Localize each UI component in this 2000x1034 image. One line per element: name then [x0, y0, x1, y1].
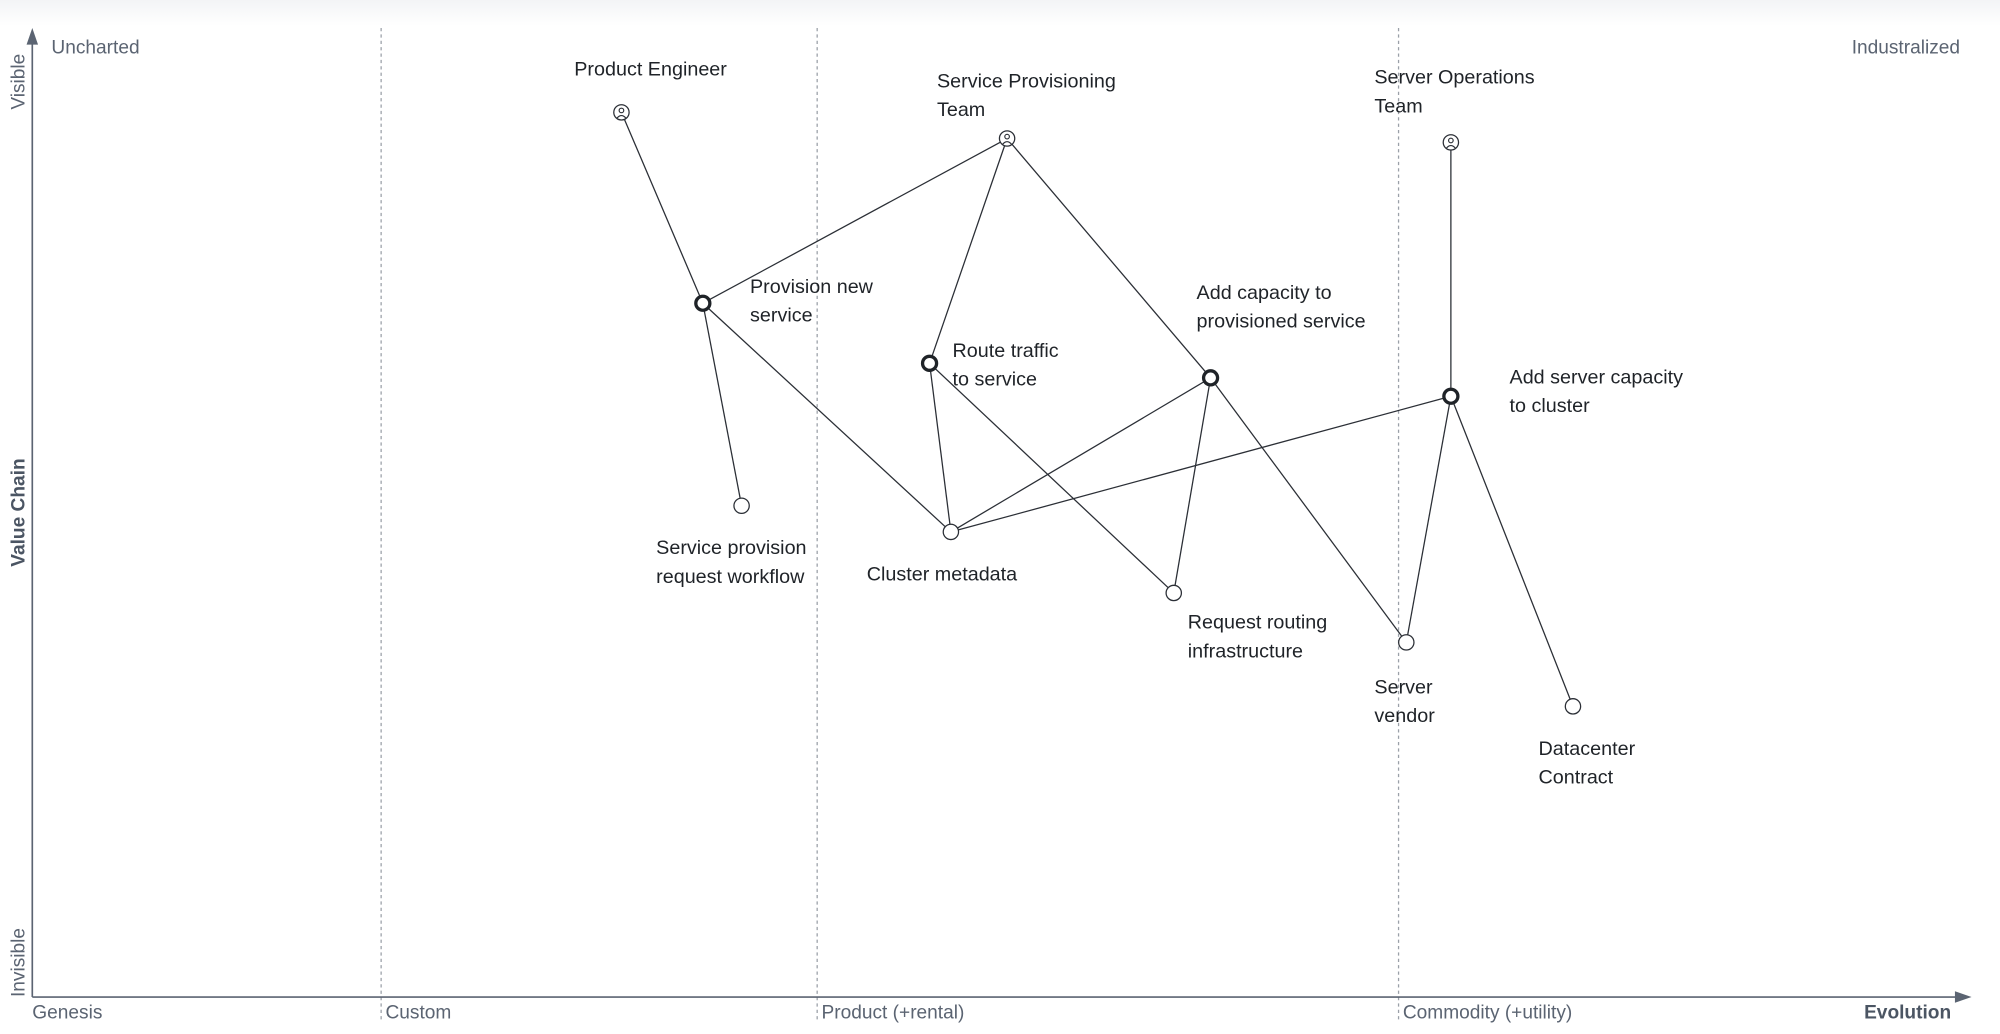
component-label-line: provisioned service [1197, 310, 1366, 332]
component-label: Provision new service [750, 276, 874, 327]
component-label-line: Contract [1539, 766, 1614, 788]
component-node-icon [733, 497, 750, 515]
component-sprw[interactable]: Service provision request workflow [656, 497, 807, 588]
need-node-icon [1201, 369, 1220, 387]
component-label-line: Team [937, 99, 985, 121]
component-label: Product Engineer [574, 58, 727, 80]
link-spt-acps [1006, 138, 1212, 379]
component-label: Route traffic to service [953, 340, 1059, 391]
component-pns[interactable]: Provision new service [694, 276, 874, 327]
component-label-line: Service provision [656, 537, 806, 559]
component-label-line: Request routing [1188, 612, 1327, 634]
link-rts-rri [929, 362, 1175, 594]
component-rri[interactable]: Request routing infrastructure [1165, 584, 1327, 663]
stage-label-genesis: Genesis [32, 1003, 102, 1024]
component-label-line: Provision new [750, 276, 874, 298]
component-label-line: Datacenter [1539, 738, 1636, 760]
component-label-line: Add capacity to [1197, 282, 1332, 304]
link-ascc-sv [1405, 396, 1452, 643]
component-ascc[interactable]: Add server capacity to cluster [1442, 367, 1684, 418]
link-spt-rts [928, 138, 1008, 364]
link-pns-sprw [702, 303, 743, 506]
component-label-line: service [750, 305, 813, 327]
component-label-line: Cluster metadata [867, 563, 1017, 585]
link-ascc-cm [950, 395, 1452, 533]
y-axis-bottom-label: Invisible [9, 928, 30, 997]
component-label: Add capacity to provisioned service [1197, 282, 1366, 333]
link-acps-cm [950, 377, 1211, 533]
user-body [1445, 145, 1456, 149]
component-node-icon [1564, 698, 1582, 715]
corner-label-uncharted: Uncharted [51, 38, 139, 59]
component-label-line: Route traffic [953, 340, 1059, 362]
component-label: Server vendor [1374, 676, 1435, 727]
x-axis-arrow-icon [1954, 991, 1972, 1003]
component-node-icon [942, 523, 960, 541]
user-head [618, 107, 625, 114]
link-acps-rri [1173, 377, 1212, 594]
component-node-icon [1165, 584, 1183, 602]
component-label-line: Product Engineer [574, 58, 727, 80]
link-pe-pns [620, 112, 704, 304]
stage-label-product: Product (+rental) [822, 1003, 965, 1024]
corner-label-industrialized: Industralized [1852, 38, 1960, 59]
stage-label-custom: Custom [385, 1003, 451, 1024]
component-rts[interactable]: Route traffic to service [920, 340, 1059, 391]
need-node-icon [1442, 387, 1460, 405]
component-label-line: to cluster [1510, 395, 1591, 417]
component-label-line: Add server capacity [1510, 367, 1684, 389]
link-rts-cm [928, 363, 952, 532]
link-acps-sv [1210, 377, 1407, 643]
component-label-line: request workflow [656, 566, 805, 588]
component-label-line: Server [1374, 676, 1433, 698]
component-label-line: Service Provisioning [937, 71, 1116, 93]
stage-label-commodity: Commodity (+utility) [1403, 1003, 1572, 1024]
user-body [1002, 141, 1012, 145]
y-axis-top-label: Visible [9, 54, 30, 110]
component-pe[interactable]: Product Engineer [574, 58, 727, 121]
link-pns-cm [702, 302, 952, 533]
component-label-line: vendor [1374, 705, 1435, 727]
component-label: Service provision request workflow [656, 537, 806, 588]
user-head [1004, 133, 1010, 140]
y-axis-arrow-icon [26, 28, 39, 45]
component-acps[interactable]: Add capacity to provisioned service [1197, 282, 1366, 387]
links [620, 112, 1574, 707]
need-node-icon [920, 354, 939, 372]
y-axis-title: Value Chain [9, 458, 30, 566]
axes: Visible Value Chain Invisible Uncharted … [9, 28, 1972, 1024]
component-label: Request routing infrastructure [1188, 612, 1327, 663]
component-label-line: Server Operations [1374, 67, 1534, 89]
stage-dividers [380, 28, 1400, 1020]
user-head [1448, 137, 1454, 144]
x-axis-title: Evolution [1864, 1003, 1951, 1024]
component-label-line: Team [1374, 95, 1422, 117]
need-node-icon [694, 294, 712, 312]
component-node-icon [1398, 634, 1415, 651]
link-spt-pns [702, 137, 1008, 304]
component-label: Add server capacity to cluster [1510, 367, 1684, 418]
component-sv[interactable]: Server vendor [1374, 634, 1435, 727]
top-band [0, 0, 2000, 26]
component-label-line: to service [953, 369, 1038, 391]
component-label-line: infrastructure [1188, 640, 1303, 662]
component-cm[interactable]: Cluster metadata [867, 523, 1017, 585]
component-label: Cluster metadata [867, 563, 1017, 585]
user-body [616, 114, 627, 119]
link-ascc-dc [1450, 396, 1574, 707]
